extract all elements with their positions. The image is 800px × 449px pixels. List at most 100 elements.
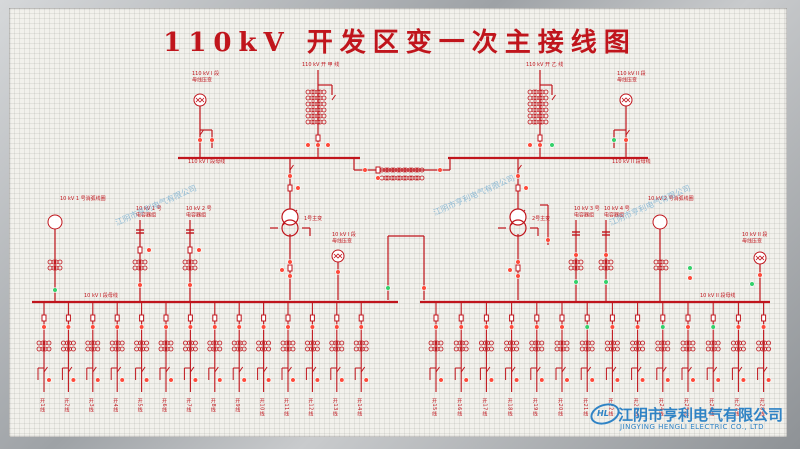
indicator-lamp [527,142,533,148]
current-transformer-symbol [383,175,389,181]
hv-bus-left-label: 110 kV I 段母线 [188,158,225,165]
right-feeder-lamp [539,377,545,383]
current-transformer-symbol [321,101,327,107]
current-transformer-symbol [657,265,663,271]
current-transformer-symbol [353,346,359,352]
current-transformer-symbol [605,340,610,346]
transformer-2-lv-breaker [515,264,521,272]
current-transformer-symbol [731,340,736,346]
left-feeder-breaker [114,314,120,322]
current-transformer-symbol [539,346,545,352]
current-transformer-symbol [315,89,321,95]
indicator-lamp [515,173,521,179]
current-transformer-symbol [504,346,510,352]
cap-4-label: 电容器组 [604,212,624,219]
right-feeder-lamp [513,377,520,383]
left-feeder-lamp [119,377,125,383]
current-transformer-symbol [741,346,746,352]
current-transformer-symbol [353,340,359,346]
current-transformer-symbol [634,340,639,346]
right-feeder-label: 开18线 [507,398,513,416]
current-transformer-symbol [260,346,266,352]
current-transformer-symbol [527,95,533,101]
cap-1-breaker [137,246,143,254]
current-transformer-symbol [407,167,413,173]
transformer-2-hv-breaker [515,184,521,192]
current-transformer-symbol [709,346,715,352]
current-transformer-symbol [537,113,543,119]
right-feeder-lamp [710,324,716,330]
right-feeder-breaker [710,314,716,322]
right-feeder-label: 开22线 [607,398,613,416]
current-transformer-symbol [608,259,614,265]
current-transformer-symbol [309,101,315,107]
current-transformer-symbol [192,340,198,346]
current-transformer-symbol [321,107,327,113]
current-transformer-symbol [663,259,669,265]
current-transformer-symbol [308,340,314,346]
right-feeder-disconnector [586,366,592,373]
left-feeder-lamp [46,377,52,383]
right-feeder-lamp [609,324,616,330]
current-transformer-symbol [554,340,560,346]
transformer-2-label: 2号主变 [532,215,550,222]
cap-4-label: 10 kV 4 号 [604,206,630,212]
current-transformer-symbol [51,259,57,265]
current-transformer-symbol [256,340,262,346]
right-feeder-breaker [584,314,590,322]
current-transformer-symbol [315,95,321,101]
current-transformer-symbol [766,346,771,352]
current-transformer-symbol [389,167,395,173]
current-transformer-symbol [453,340,459,346]
left-feeder-breaker [309,314,315,322]
lv-right-pt-symbol [753,251,767,265]
current-transformer-symbol [315,119,321,125]
current-transformer-symbol [280,346,286,352]
cap-3-label: 10 kV 3 号 [574,206,600,212]
current-transformer-symbol [680,346,686,352]
current-transformer-symbol [568,265,574,271]
left-feeder-lamp [163,324,169,330]
current-transformer-symbol [357,340,363,346]
left-feeder-lamp [285,324,291,330]
current-transformer-symbol [134,346,140,352]
right-feeder-breaker [433,314,439,322]
current-transformer-symbol [715,340,721,346]
left-feeder-disconnector [141,366,146,373]
current-transformer-symbol [304,346,310,352]
current-transformer-symbol [182,346,188,352]
right-feeder-lamp [463,377,469,383]
right-feeder-lamp [509,324,515,330]
right-feeder-disconnector [611,366,617,373]
current-transformer-symbol [514,340,519,346]
current-transformer-symbol [46,340,52,346]
left-feeder-breaker [163,314,169,322]
current-transformer-symbol [280,340,286,346]
left-feeder-lamp [314,377,321,383]
current-transformer-symbol [40,340,46,346]
disconnector-symbol [199,129,204,136]
current-transformer-symbol [113,340,119,346]
hv-left-pt-label: 母线压变 [192,77,212,84]
left-feeder-disconnector [67,366,73,373]
current-transformer-symbol [543,113,549,119]
indicator-lamp [146,247,152,253]
left-feeder-disconnector [165,366,170,373]
current-transformer-symbol [290,346,296,352]
indicator-lamp [362,167,368,173]
company-logo-mark: HL [597,409,609,418]
current-transformer-symbol [527,107,533,113]
left-feeder-lamp [266,377,272,383]
left-feeder-lamp [70,377,76,383]
current-transformer-symbol [266,340,272,346]
current-transformer-symbol [119,346,125,352]
left-feeder-lamp [65,324,71,330]
right-feeder-label: 开26线 [708,398,714,416]
right-feeder-lamp [559,324,565,330]
right-feeder-label: 开23线 [633,398,639,416]
left-feeder-lamp [114,324,120,330]
left-feeder-lamp [363,377,369,383]
voltage-transformer-winding [333,253,343,259]
current-transformer-symbol [419,175,425,181]
